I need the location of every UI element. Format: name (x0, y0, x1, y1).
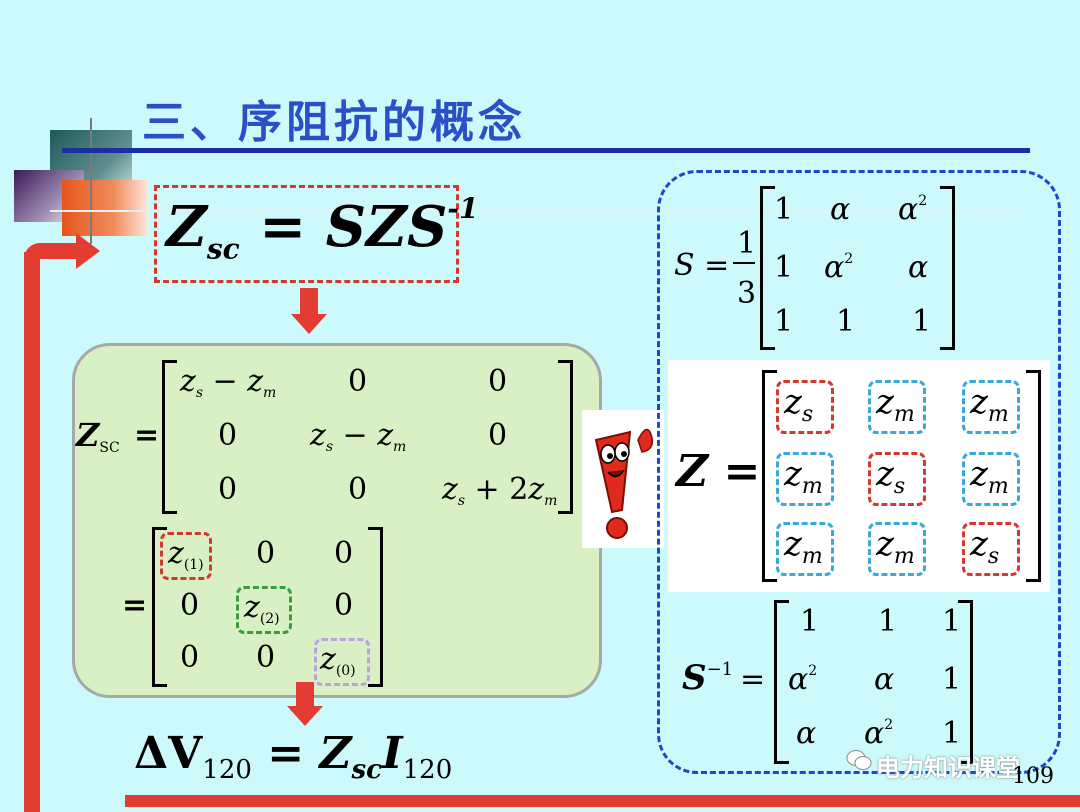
watermark-text: 电力知识课堂 (876, 754, 1020, 782)
connector-arrow-icon (76, 233, 100, 269)
down-arrow-shaft-2 (296, 682, 314, 706)
z0-cell: z(0) (320, 642, 356, 679)
sinv-r1c1: 1 (800, 604, 820, 639)
z2-cell: z(2) (244, 590, 280, 627)
zsc-r3c1: 0 (218, 472, 238, 507)
z1-highlight (160, 532, 212, 580)
zsc-equals: = (134, 418, 160, 453)
z-cell-1-1: zs (876, 454, 906, 499)
sinv-r1c2: 1 (878, 604, 898, 639)
sinv-r2c2: α (874, 662, 895, 697)
z-cell-highlight-2-1 (868, 522, 926, 576)
z-lhs: Z = (676, 446, 761, 497)
diag-equals: = (122, 588, 148, 623)
diag-bracket-left (152, 527, 167, 687)
z-cell-highlight-1-2 (962, 452, 1020, 506)
page-number: 109 (1012, 764, 1054, 789)
sinv-r2c3: 1 (942, 662, 962, 697)
sinv-r3c2: α2 (864, 716, 894, 751)
z-cell-2-1: zm (876, 524, 915, 569)
s-r3c2: 1 (836, 304, 856, 339)
z-cell-highlight-0-0 (776, 380, 834, 434)
z-cell-0-2: zm (970, 382, 1009, 427)
slide-title: 三、序阻抗的概念 (142, 97, 526, 148)
bottom-bar (125, 795, 1080, 807)
diag-r3c2: 0 (256, 640, 276, 675)
s-r2c1: 1 (774, 250, 794, 285)
s-r1c3: α2 (898, 192, 928, 227)
connector-horizontal (24, 243, 80, 259)
zsc-r1c1: zs − zm (180, 364, 277, 401)
z-cell-highlight-2-0 (776, 522, 834, 576)
s-bracket-right (940, 186, 955, 350)
s-frac-den: 3 (737, 276, 757, 311)
down-arrow-shaft (300, 288, 318, 314)
z-bracket-right (1026, 370, 1041, 582)
delta-formula: ΔV120 = ZscI120 (134, 728, 453, 785)
z-matrix-panel (668, 360, 1050, 592)
sinv-r3c1: α (796, 716, 817, 751)
decor-square-orange (62, 180, 148, 236)
s-frac-num: 1 (737, 226, 757, 261)
down-arrow-icon-2 (287, 706, 323, 726)
zsc-r3c2: 0 (348, 472, 368, 507)
s-frac-bar (733, 262, 755, 264)
zsc-r2c3: 0 (488, 418, 508, 453)
down-arrow-icon (291, 314, 327, 334)
z1-cell: z(1) (168, 536, 204, 573)
z-cell-1-2: zm (970, 454, 1009, 499)
wechat-icon (846, 748, 872, 772)
z-cell-highlight-2-2 (962, 522, 1020, 576)
s-r2c3: α (908, 250, 929, 285)
sinv-r3c3: 1 (942, 716, 962, 751)
diag-r1c3: 0 (334, 536, 354, 571)
zsc-r1c2: 0 (348, 364, 368, 399)
z-bracket-left (762, 370, 777, 582)
z-cell-highlight-0-2 (962, 380, 1020, 434)
sinv-r1c3: 1 (942, 604, 962, 639)
diag-bracket-right (368, 527, 383, 687)
title-underline (62, 148, 1030, 153)
s-r3c3: 1 (912, 304, 932, 339)
zsc-r1c3: 0 (488, 364, 508, 399)
z2-highlight (236, 586, 292, 634)
sinv-bracket-right (958, 600, 973, 764)
s-r2c2: α2 (824, 250, 854, 285)
z0-highlight (314, 638, 370, 686)
diag-r2c3: 0 (334, 588, 354, 623)
z-cell-0-1: zm (876, 382, 915, 427)
exclamation-mascot (582, 410, 664, 548)
main-formula: Zsc = SZS-1 (166, 192, 479, 266)
sinv-r2c1: α2 (788, 662, 818, 697)
s-r1c2: α (830, 192, 851, 227)
decor-vertical-line (90, 118, 92, 244)
s-lhs: S = (674, 248, 730, 283)
thin-divider (50, 210, 1020, 212)
diag-r3c1: 0 (180, 640, 200, 675)
matrix-definitions-panel (657, 170, 1061, 774)
s-r1c1: 1 (774, 192, 794, 227)
connector-vertical (24, 252, 40, 812)
main-formula-box (154, 185, 459, 283)
zsc-r3c3: zs + 2zm (442, 472, 558, 509)
zsc-r2c1: 0 (218, 418, 238, 453)
sinv-lhs: S−1 (682, 658, 734, 698)
z-cell-2-2: zs (970, 524, 1000, 569)
sinv-equals: = (740, 662, 766, 697)
diag-r2c1: 0 (180, 588, 200, 623)
z-cell-1-0: zm (784, 454, 823, 499)
z-cell-2-0: zm (784, 524, 823, 569)
zsc-r2c2: zs − zm (310, 418, 407, 455)
zsc-lhs: ZSC (76, 416, 120, 456)
zsc-bracket-left (162, 360, 177, 514)
s-bracket-left (760, 186, 775, 350)
sinv-bracket-left (774, 600, 789, 764)
zsc-bracket-right (558, 360, 573, 514)
diag-r1c2: 0 (256, 536, 276, 571)
s-r3c1: 1 (774, 304, 794, 339)
z-cell-highlight-1-0 (776, 452, 834, 506)
z-cell-highlight-0-1 (868, 380, 926, 434)
z-cell-highlight-1-1 (868, 452, 926, 506)
z-cell-0-0: zs (784, 382, 814, 427)
